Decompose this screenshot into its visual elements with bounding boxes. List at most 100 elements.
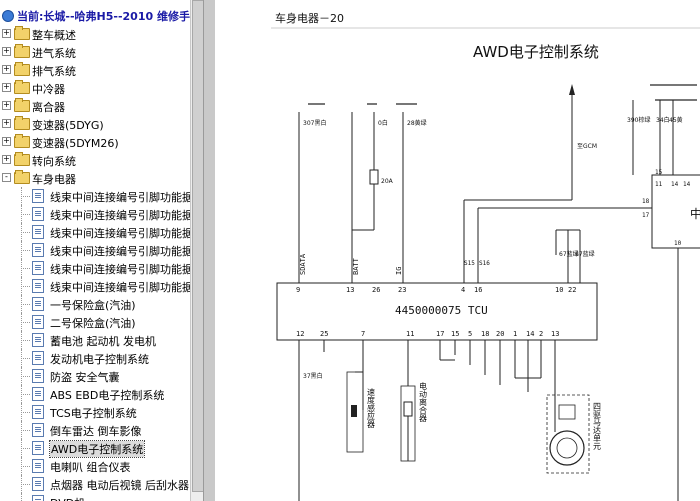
expand-toggle-icon[interactable]: + [2,64,11,74]
expand-toggle-icon[interactable]: + [2,136,11,146]
wiring-diagram: 车身电器－20 AWD电子控制系统 [271,11,700,501]
pin-number: 4 [461,286,465,294]
document-icon [32,477,44,491]
pin-number: 14 [671,181,679,188]
tree-folder-label: 排气系统 [32,65,76,78]
tree-document[interactable]: 线束中间连接编号引脚功能据 [0,205,190,223]
tree-folder-label: 进气系统 [32,47,76,60]
signal-label: S15 [464,260,475,267]
expand-toggle-icon[interactable]: + [2,46,11,56]
wire-label: 28黄绿 [407,119,427,127]
tree-folder[interactable]: + 变速器(5DYM26) [0,133,190,151]
tree-connector [21,430,30,431]
tree-document[interactable]: AWD电子控制系统 [0,439,190,458]
document-icon [32,207,44,221]
tree-connector [21,376,30,377]
pin-number: 25 [320,330,328,338]
pin-number: 11 [655,181,663,188]
tree-folder[interactable]: -车身电器 [0,169,190,187]
page-header: 车身电器－20 [275,11,344,25]
tree-document[interactable]: 线束中间连接编号引脚功能据 [0,187,190,205]
tree-document[interactable]: 线束中间连接编号引脚功能据 [0,223,190,241]
tree-document-label: ABS EBD电子控制系统 [50,389,165,402]
tcu-bottom-pins: 12 25 7 11 17 15 5 18 20 1 14 2 13 [296,330,559,338]
tree-scrollbar[interactable] [190,0,204,501]
tree-connector [21,250,30,251]
expand-toggle-icon[interactable]: + [2,28,11,38]
tree-document[interactable]: TCS电子控制系统 [0,403,190,421]
expand-toggle-icon[interactable]: + [2,82,11,92]
document-icon [32,405,44,419]
tcu-module [276,282,598,341]
pin-number: 18 [642,198,650,205]
tree-folder[interactable]: +整车概述 [0,25,190,43]
pin-number: 13 [346,286,354,294]
tree-document-label: 发动机电子控制系统 [50,353,149,366]
wire-label: 67蓝绿 [575,250,595,258]
tree-document[interactable]: 二号保险盒(汽油) [0,313,190,331]
tree-document[interactable]: 线束中间连接编号引脚功能据 [0,259,190,277]
tree-connector [21,340,30,341]
tree-connector [21,484,30,485]
pin-number: 1 [513,330,517,338]
tree-document[interactable]: 一号保险盒(汽油) [0,295,190,313]
tree-document[interactable]: 倒车雷达 倒车影像 [0,421,190,439]
tree-document-label: DVD机 [50,495,85,501]
tree-folder[interactable]: + 排气系统 [0,61,190,79]
browser-icon [2,10,14,22]
folder-icon [14,152,30,166]
right-module-label: 中 [690,206,700,221]
sensor-coil-icon [351,405,357,417]
tree-folder-label: 变速器(5DYM26) [32,137,119,150]
tree-folder[interactable]: + 中冷器 [0,79,190,97]
tree-folder-label: 变速器(5DYG) [32,119,104,132]
tree-connector [21,358,30,359]
document-icon [32,333,44,347]
signal-label: IG [395,267,403,275]
pin-number: 15 [655,169,663,176]
tree-document[interactable]: 蓄电池 起动机 发电机 [0,331,190,349]
folder-icon [14,44,30,58]
tree-document-label: 线束中间连接编号引脚功能据 [50,227,190,240]
tree-folder[interactable]: +转向系统 [0,151,190,169]
gcm-label: 至GCM [577,143,597,150]
motor-symbol [549,430,585,466]
wires [298,95,679,501]
speed-sensor-label: 速度感应器 [367,388,376,429]
expand-toggle-icon[interactable]: - [2,173,11,182]
tree-connector [21,286,30,287]
fuse-rating: 20A [381,178,394,185]
speed-sensor-box [346,371,364,453]
tree-document[interactable]: 防盗 安全气囊 [0,367,190,385]
tree-folder[interactable]: + 进气系统 [0,43,190,61]
pin-number: 13 [551,330,559,338]
pin-number: 9 [296,286,300,294]
tree-document[interactable]: 线束中间连接编号引脚功能据 [0,241,190,259]
tree-folder-label: 中冷器 [32,83,65,96]
tree-document[interactable]: 发动机电子控制系统 [0,349,190,367]
tree-document[interactable]: ABS EBD电子控制系统 [0,385,190,403]
tree-document-label: 倒车雷达 倒车影像 [50,425,142,438]
expand-toggle-icon[interactable]: + [2,118,11,128]
pin-number: 15 [451,330,459,338]
expand-toggle-icon[interactable]: + [2,100,11,110]
pin-number: 22 [568,286,576,294]
pin-number: 14 [526,330,534,338]
tree-document[interactable]: 线束中间连接编号引脚功能据 [0,277,190,295]
document-icon [32,441,44,455]
expand-toggle-icon[interactable]: + [2,154,11,164]
wire-label: 37黑白 [303,372,323,380]
pin-number: 26 [372,286,380,294]
tree-folder[interactable]: +离合器 [0,97,190,115]
document-icon [32,423,44,437]
pin-number: 12 [296,330,304,338]
document-icon [32,495,44,501]
document-icon [32,459,44,473]
tree-document[interactable]: DVD机 [0,493,190,501]
fuse-symbol [369,169,379,185]
pin-number: 11 [406,330,414,338]
tree-document[interactable]: 点烟器 电动后视镜 后刮水器 [0,475,190,493]
tree-document[interactable]: 电喇叭 组合仪表 [0,457,190,475]
pin-number: 7 [361,330,365,338]
tree-folder[interactable]: + 变速器(5DYG) [0,115,190,133]
